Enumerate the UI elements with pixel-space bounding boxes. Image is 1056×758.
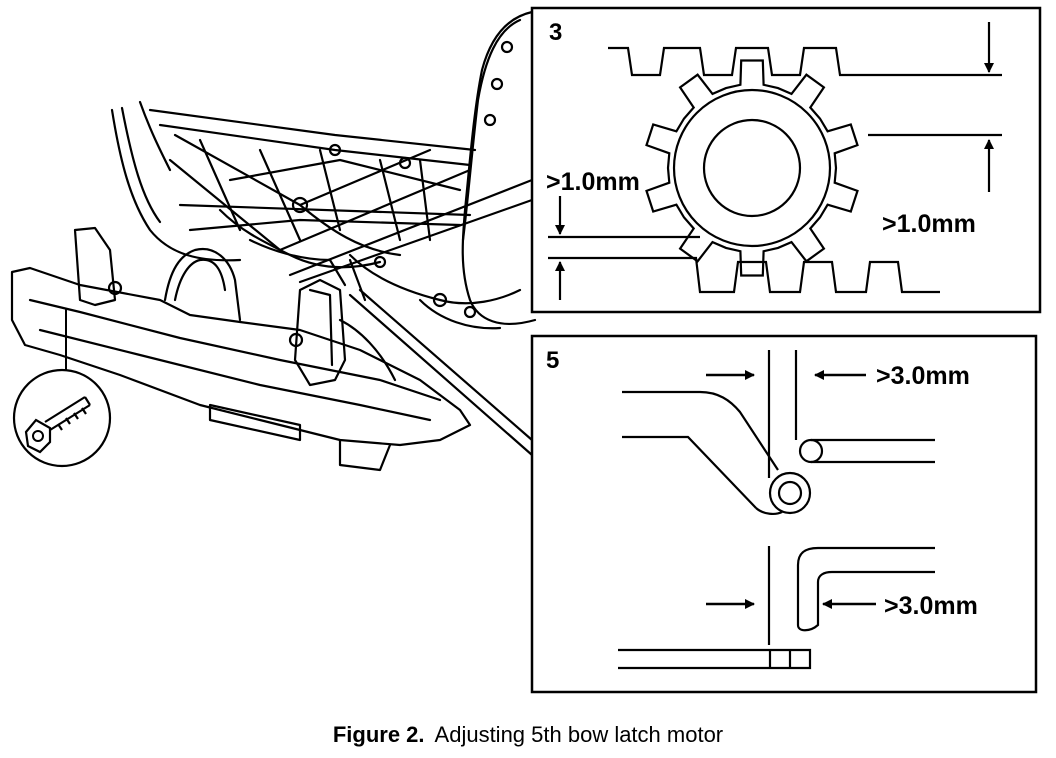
- gear-hub-outer: [672, 88, 832, 248]
- bolt-head-icon: [32, 430, 44, 442]
- detail-5-border: [530, 334, 1038, 694]
- latch-mechanism-illustration: [10, 10, 537, 472]
- detail-5-gap-top-label: >3.0mm: [876, 362, 970, 390]
- bolt-detail-callout: [12, 368, 112, 468]
- figure-caption: Figure 2. Adjusting 5th bow latch motor: [0, 722, 1056, 748]
- detail-5-panel: 5 >3.0mm >3.0mm: [530, 334, 1038, 694]
- detail-5-number: 5: [546, 347, 559, 374]
- detail-3-number: 3: [549, 19, 562, 46]
- gear-teeth: [645, 59, 859, 277]
- gear: [645, 59, 859, 277]
- detail-3-gap-right-label: >1.0mm: [882, 210, 976, 238]
- figure-caption-text: Adjusting 5th bow latch motor: [434, 722, 724, 747]
- gear-hub-inner: [702, 118, 802, 218]
- upper-rack: [608, 46, 1002, 77]
- figure-caption-label: Figure 2.: [332, 722, 425, 747]
- detail-3-panel: 3 >1.0mm >1.0mm: [530, 6, 1042, 314]
- detail-5-gap-bottom-label: >3.0mm: [884, 592, 978, 620]
- detail-3-gap-left-label: >1.0mm: [546, 168, 640, 196]
- latch-hook-detail: [618, 350, 935, 670]
